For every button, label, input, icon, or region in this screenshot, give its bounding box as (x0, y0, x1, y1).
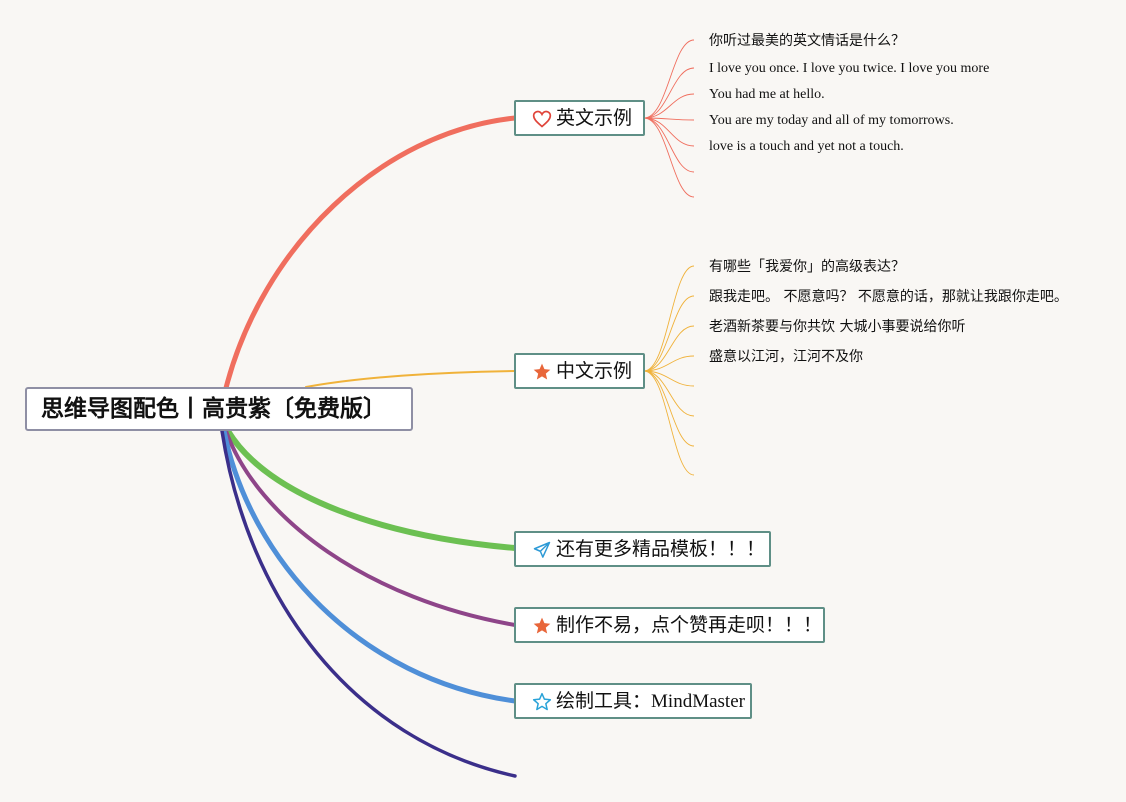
topic-drawing-tool-prefix: 绘制工具： (556, 690, 652, 712)
topic-like-request-label: 制作不易，点个赞再走呗！！！ (556, 614, 823, 636)
root-topic-label: 思维导图配色丨高贵紫〔免费版〕 (41, 396, 386, 422)
topic-english-examples[interactable]: 英文示例 (514, 100, 645, 136)
branch-line-templates (225, 428, 518, 551)
chinese-item-4[interactable]: 盛意以江河，江河不及你 (709, 349, 863, 365)
chinese-sub-connectors (643, 265, 695, 476)
topic-more-templates[interactable]: 还有更多精品模板！！！ (514, 531, 771, 567)
paper-plane-icon (533, 541, 551, 558)
branch-line-extra (220, 429, 517, 778)
topic-english-label: 英文示例 (556, 107, 633, 129)
topic-drawing-tool[interactable]: 绘制工具：MindMaster (514, 683, 752, 719)
chinese-item-3[interactable]: 老酒新茶要与你共饮 大城小事要说给你听 (709, 319, 966, 335)
branch-line-tool (221, 428, 518, 704)
english-item-5[interactable]: love is a touch and yet not a touch. (709, 139, 904, 154)
topic-more-templates-label: 还有更多精品模板！！！ (556, 538, 766, 560)
root-topic[interactable]: 思维导图配色丨高贵紫〔免费版〕 (25, 387, 413, 431)
topic-drawing-tool-name: MindMaster (651, 691, 745, 712)
heart-icon (532, 110, 552, 128)
english-item-3[interactable]: You had me at hello. (709, 87, 825, 102)
branch-line-english (223, 115, 518, 391)
chinese-item-2[interactable]: 跟我走吧。 不愿意吗？ 不愿意的话，那就让我跟你走吧。 (709, 289, 1068, 305)
branch-line-chinese (305, 370, 516, 388)
topic-like-request[interactable]: 制作不易，点个赞再走呗！！！ (514, 607, 825, 643)
english-item-2[interactable]: I love you once. I love you twice. I lov… (709, 61, 990, 76)
english-item-4[interactable]: You are my today and all of my tomorrows… (709, 113, 954, 128)
star-outline-icon (532, 692, 552, 711)
branch-line-thanks (224, 429, 517, 627)
topic-chinese-examples[interactable]: 中文示例 (514, 353, 645, 389)
star-filled-icon (533, 363, 551, 380)
chinese-item-1[interactable]: 有哪些「我爱你」的高级表达？ (709, 259, 905, 275)
english-item-1[interactable]: 你听过最美的英文情话是什么？ (709, 33, 905, 49)
star-filled-icon (533, 617, 551, 634)
english-sub-connectors (643, 39, 695, 198)
topic-chinese-label: 中文示例 (556, 360, 633, 382)
